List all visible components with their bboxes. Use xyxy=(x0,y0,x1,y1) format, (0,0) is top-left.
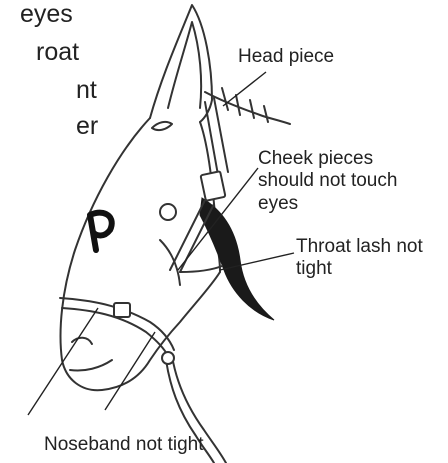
leader-head-piece xyxy=(223,72,266,106)
label-noseband: Noseband not tight xyxy=(44,434,204,456)
label-cheek-pieces: Cheek pieces should not touch eyes xyxy=(258,148,408,215)
throat-lash-tail xyxy=(200,198,274,320)
leader-noseband-right xyxy=(105,332,155,410)
cheek-ring xyxy=(160,204,176,220)
lead-ring xyxy=(162,352,174,364)
mouth xyxy=(70,360,112,371)
noseband-buckle xyxy=(114,303,130,317)
brand-mark xyxy=(90,213,112,250)
cheek-contour xyxy=(160,240,180,285)
horse-head-outline xyxy=(61,118,220,390)
throat-lash-strap xyxy=(180,266,222,272)
label-head-piece: Head piece xyxy=(238,46,334,68)
head-piece-buckle xyxy=(201,171,226,201)
inner-ear xyxy=(168,22,201,108)
leader-noseband-left xyxy=(28,308,98,415)
horse-eye xyxy=(152,122,172,130)
label-throat-lash: Throat lash not tight xyxy=(296,236,446,281)
